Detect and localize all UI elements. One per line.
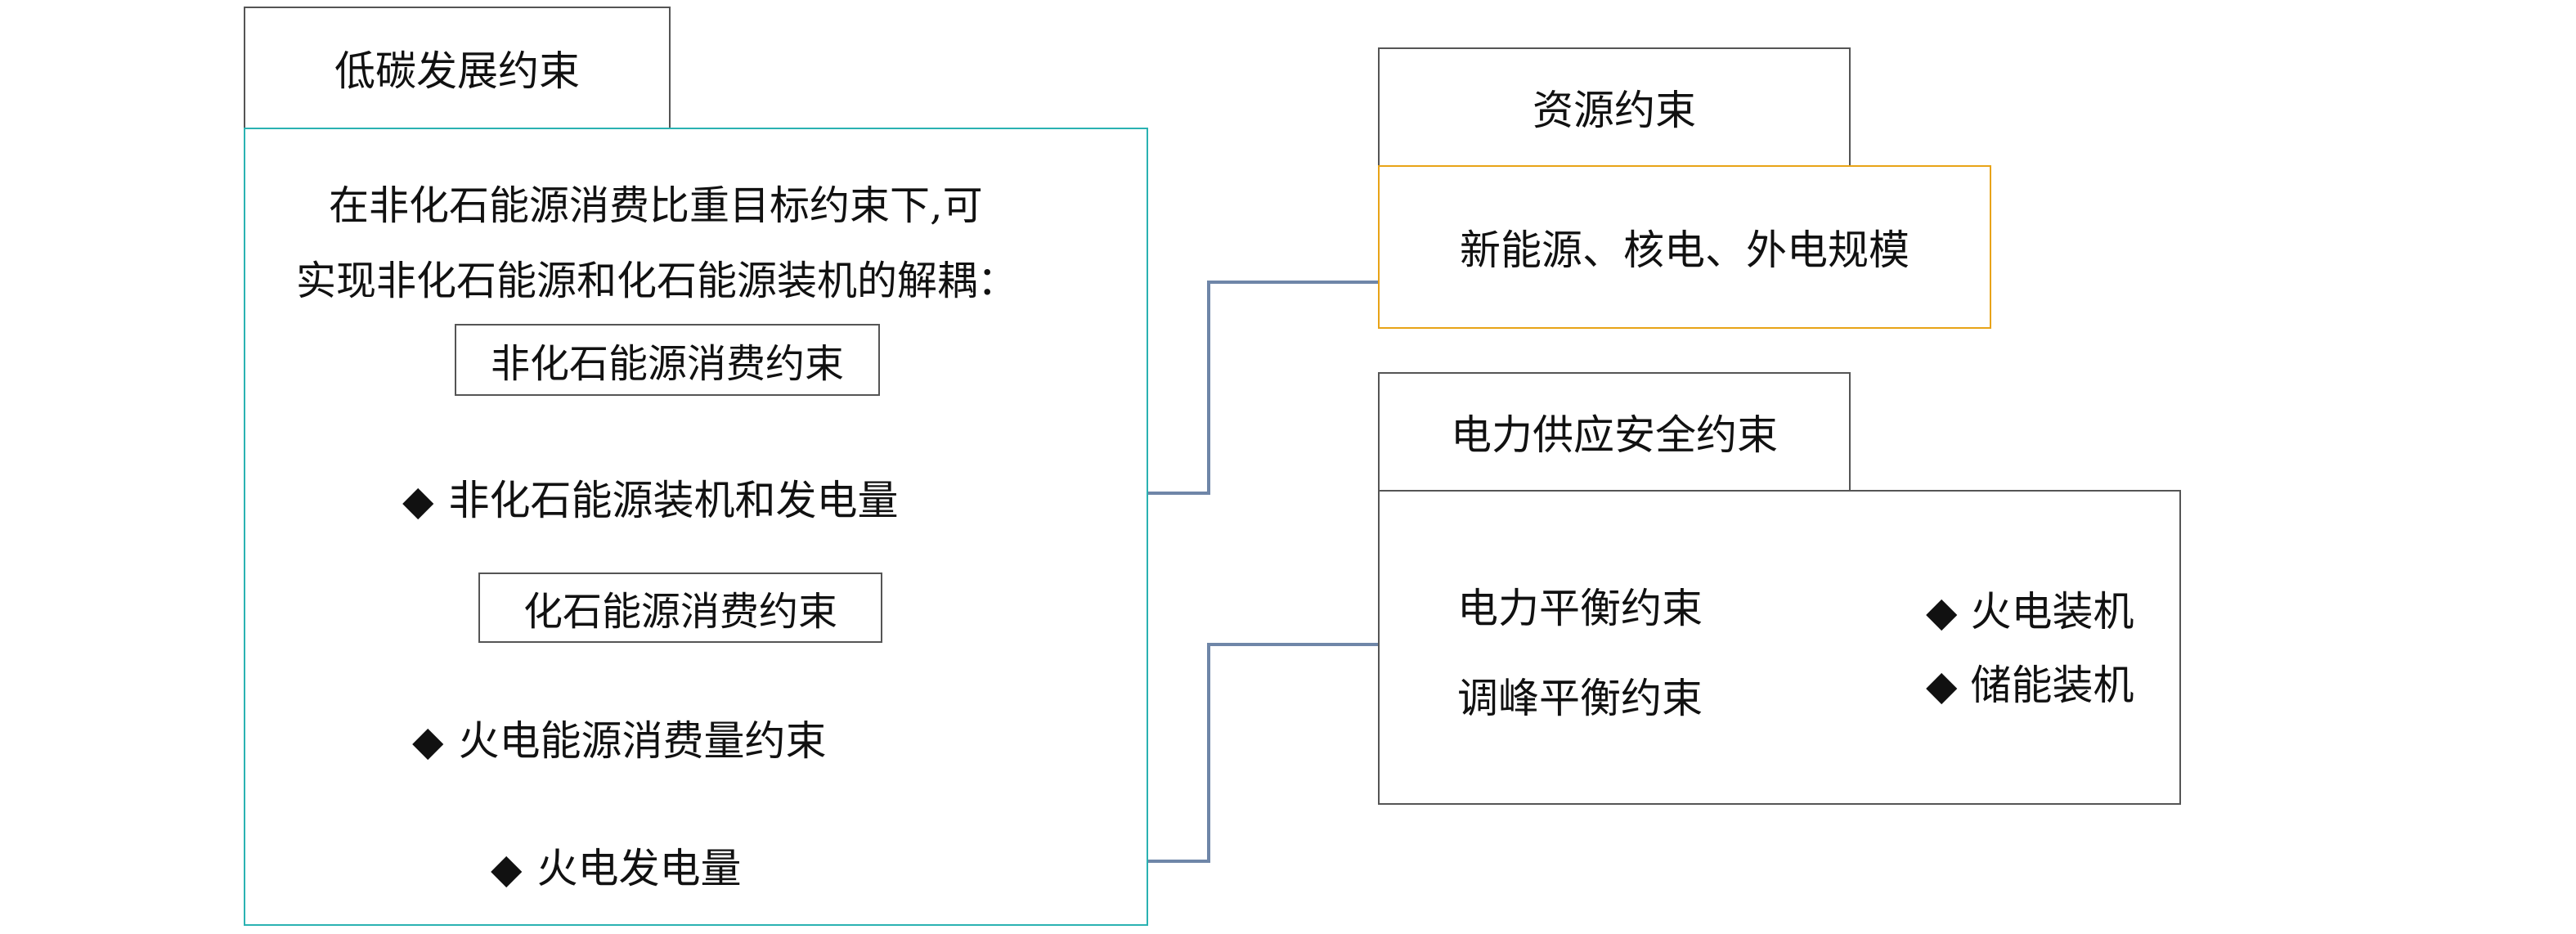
resource-content-box: 新能源、核电、外电规模 <box>1378 165 1991 329</box>
bullet-diamond-icon: ◆ <box>491 845 523 892</box>
nonfossil-consumption-box: 非化石能源消费约束 <box>455 324 880 396</box>
thermal-capacity-label: 火电装机 <box>1970 588 2134 635</box>
low-carbon-intro-line2: 实现非化石能源和化石能源装机的解耦： <box>296 258 1018 304</box>
low-carbon-intro-line1: 在非化石能源消费比重目标约束下,可 <box>329 182 983 229</box>
nonfossil-capacity-item: ◆ 非化石能源装机和发电量 <box>402 476 898 525</box>
resource-title-box: 资源约束 <box>1378 47 1851 167</box>
bullet-diamond-icon: ◆ <box>1926 662 1958 709</box>
thermal-generation-label: 火电发电量 <box>536 845 742 892</box>
storage-capacity-item: ◆ 储能装机 <box>1926 661 2134 710</box>
nonfossil-consumption-label: 非化石能源消费约束 <box>490 341 844 387</box>
fossil-consumption-box: 化石能源消费约束 <box>478 573 882 643</box>
storage-capacity-label: 储能装机 <box>1970 662 2134 709</box>
power-supply-title: 电力供应安全约束 <box>1451 411 1778 459</box>
thermal-consumption-item: ◆ 火电能源消费量约束 <box>412 716 826 766</box>
peak-balance-label: 调峰平衡约束 <box>1457 675 1703 722</box>
bullet-diamond-icon: ◆ <box>402 477 434 524</box>
power-balance-label: 电力平衡约束 <box>1457 585 1703 632</box>
nonfossil-capacity-label: 非化石能源装机和发电量 <box>448 477 899 524</box>
thermal-capacity-item: ◆ 火电装机 <box>1926 587 2134 636</box>
low-carbon-panel <box>244 128 1148 926</box>
power-supply-title-box: 电力供应安全约束 <box>1378 372 1851 492</box>
thermal-generation-item: ◆ 火电发电量 <box>491 844 741 893</box>
bullet-diamond-icon: ◆ <box>412 717 444 765</box>
thermal-consumption-label: 火电能源消费量约束 <box>458 717 827 765</box>
bullet-diamond-icon: ◆ <box>1926 588 1958 635</box>
low-carbon-title: 低碳发展约束 <box>334 47 580 95</box>
low-carbon-title-box: 低碳发展约束 <box>244 7 671 129</box>
resource-content: 新能源、核电、外电规模 <box>1460 227 1910 274</box>
power-supply-panel <box>1378 490 2181 805</box>
resource-title: 资源约束 <box>1533 87 1696 134</box>
fossil-consumption-label: 化石能源消费约束 <box>523 589 837 635</box>
